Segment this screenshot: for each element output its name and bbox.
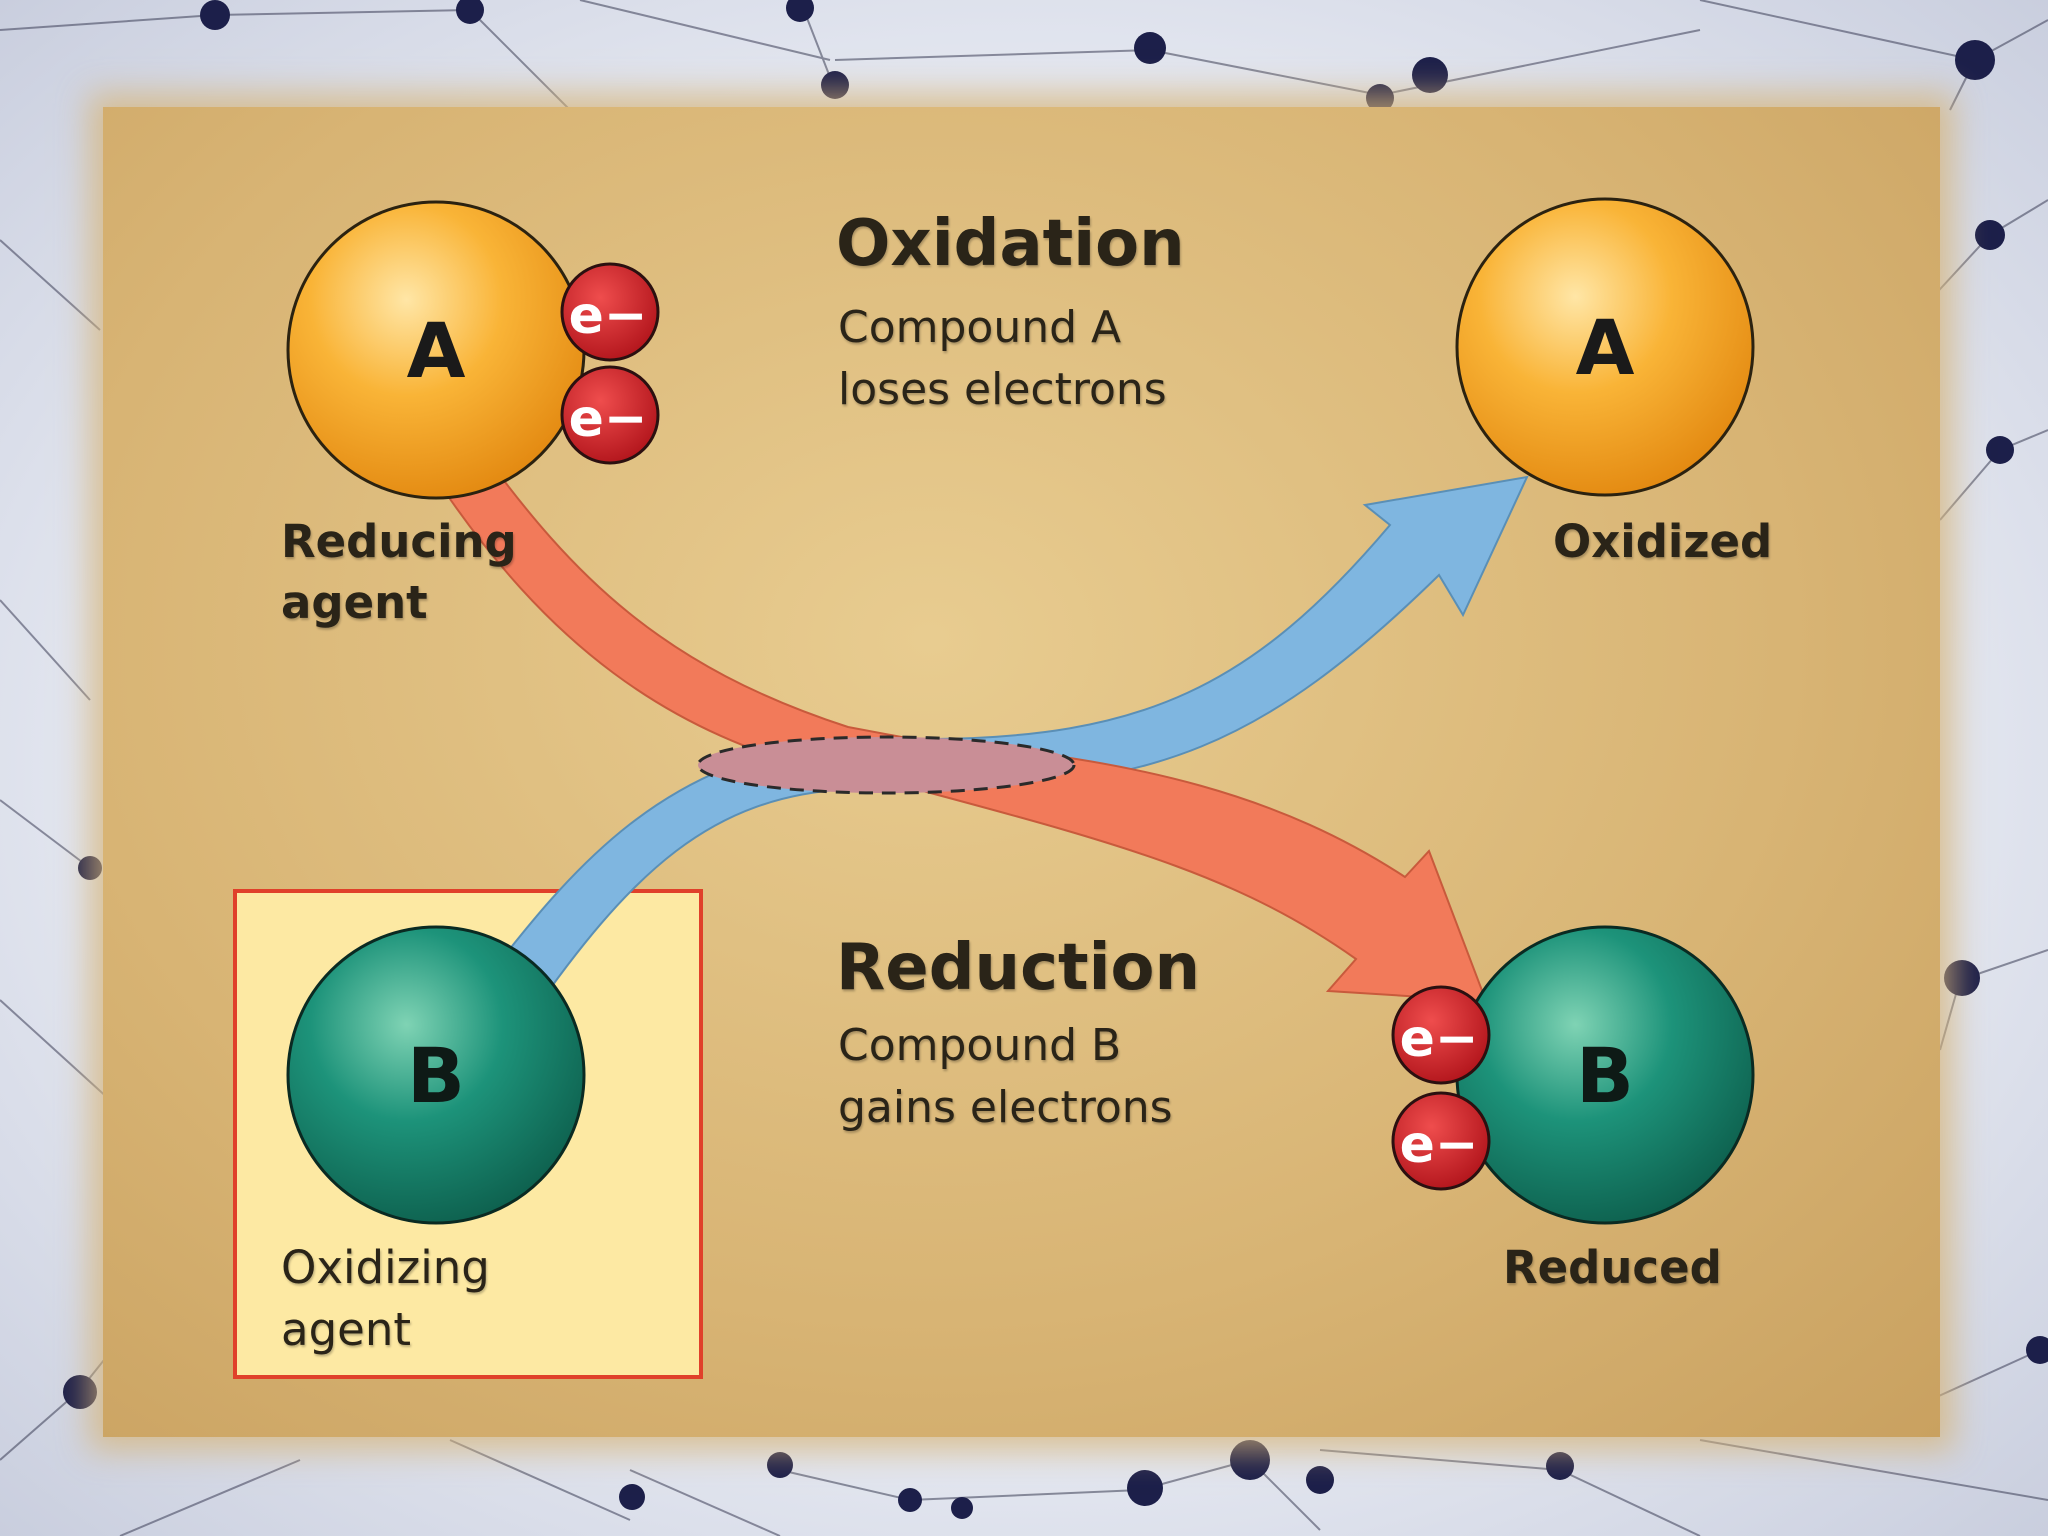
oxidation-line-2: loses electrons bbox=[838, 364, 1167, 415]
compound-a-left-label: A bbox=[407, 306, 466, 395]
reduction-line-1: Compound B bbox=[838, 1020, 1122, 1071]
reduction-line-2: gains electrons bbox=[838, 1082, 1173, 1133]
oxidizing-agent-label-line-1: Oxidizing bbox=[281, 1241, 490, 1294]
compound-b-left-label: B bbox=[407, 1031, 465, 1120]
compound-b-right: B bbox=[1455, 925, 1755, 1225]
reduction-heading: Reduction bbox=[836, 931, 1201, 1005]
compound-a-left: A bbox=[286, 200, 586, 500]
svg-text:e−: e− bbox=[1400, 1115, 1479, 1175]
oxidation-arrow bbox=[437, 445, 1488, 1003]
electron-a-2: e− bbox=[560, 365, 660, 465]
electron-b-1: e− bbox=[1391, 985, 1491, 1085]
oxidation-heading: Oxidation bbox=[836, 207, 1185, 281]
compound-b-left: B bbox=[286, 925, 586, 1225]
diagram-panel: A e− e− A B B e− e− bbox=[103, 107, 1940, 1437]
svg-text:e−: e− bbox=[1400, 1009, 1479, 1069]
electron-b-2: e− bbox=[1391, 1091, 1491, 1191]
oxidizing-agent-label-line-2: agent bbox=[281, 1303, 411, 1356]
svg-text:e−: e− bbox=[569, 389, 648, 449]
redox-diagram: A e− e− A B B e− e− bbox=[286, 197, 1755, 1225]
compound-a-right: A bbox=[1455, 197, 1755, 497]
compound-b-right-label: B bbox=[1576, 1031, 1634, 1120]
reducing-agent-label-line-2: agent bbox=[281, 576, 428, 629]
oxidation-line-1: Compound A bbox=[838, 302, 1122, 353]
compound-a-right-label: A bbox=[1576, 303, 1635, 392]
electron-a-1: e− bbox=[560, 262, 660, 362]
overlap-region bbox=[696, 735, 1076, 795]
reduced-label: Reduced bbox=[1503, 1241, 1722, 1294]
svg-text:e−: e− bbox=[569, 286, 648, 346]
reducing-agent-label-line-1: Reducing bbox=[281, 515, 517, 568]
oxidized-label: Oxidized bbox=[1553, 515, 1773, 568]
